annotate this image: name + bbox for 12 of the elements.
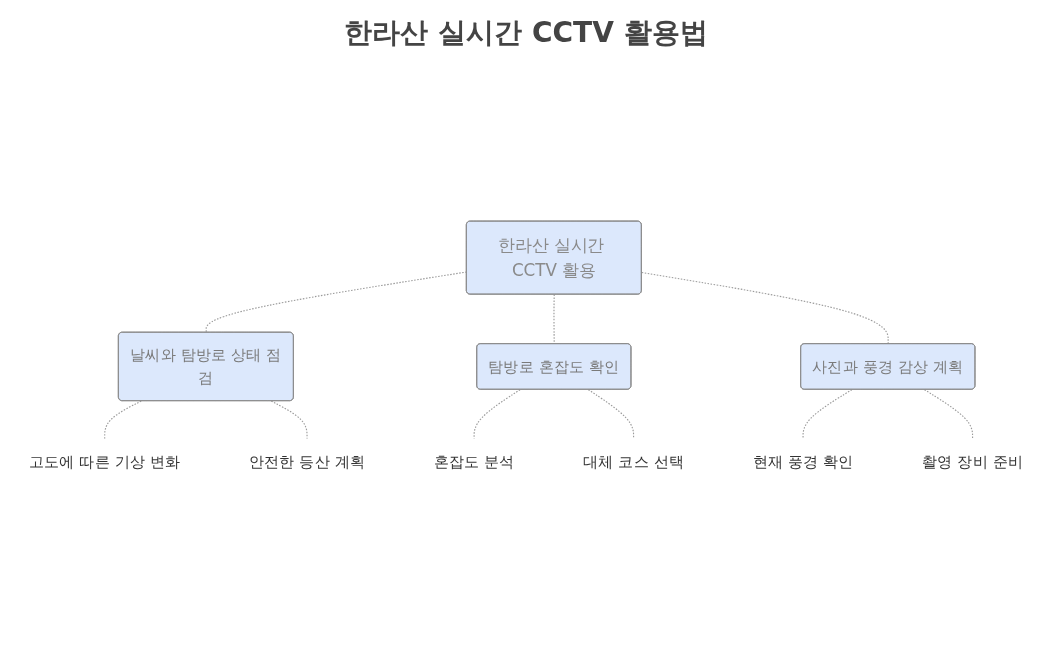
connector [802,389,853,440]
diagram-title: 한라산 실시간 CCTV 활용법 [343,15,709,51]
node-text: 안전한 등산 계획 [248,452,366,471]
connector [587,389,635,440]
node-text: 혼잡도 분석 [433,452,515,471]
connector [270,400,308,440]
node-text: 촬영 장비 준비 [922,452,1024,471]
node-text: 고도에 따른 기상 변화 [28,452,181,471]
node-text: 현재 풍경 확인 [752,452,854,471]
connector [104,400,142,440]
node-text: 대체 코스 선택 [583,452,685,471]
connector [473,389,521,440]
